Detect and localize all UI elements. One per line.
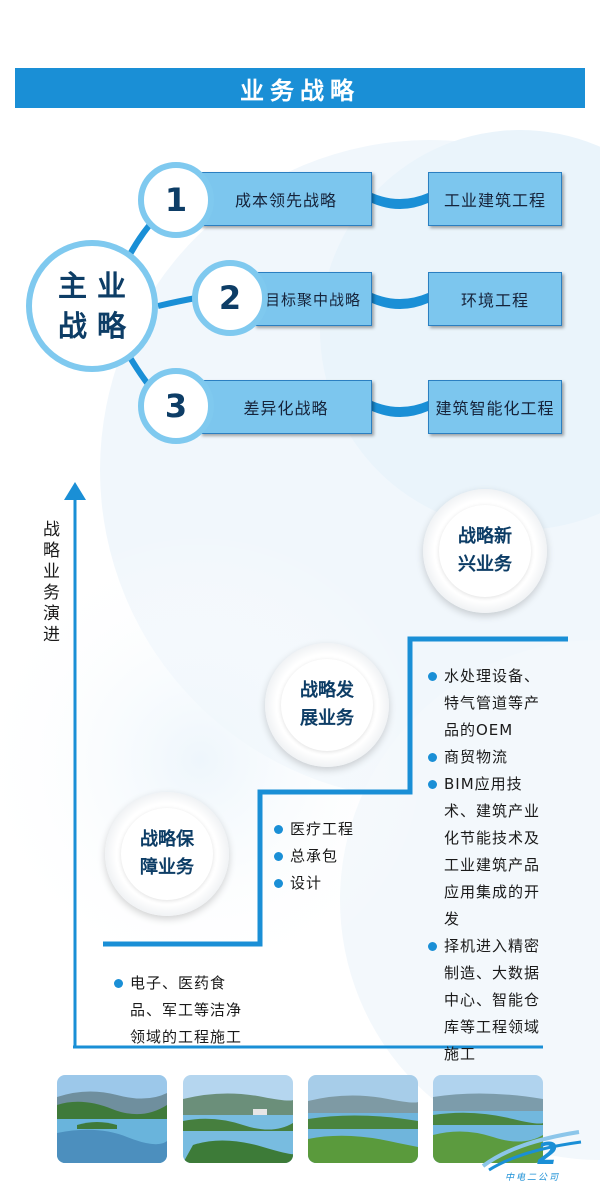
guarantee-business-title: 战略保障业务	[140, 829, 194, 878]
result-box-3: 建筑智能化工程	[428, 380, 562, 434]
lake-photo-4	[433, 1075, 543, 1163]
main-strategy-label: 主业战略	[57, 269, 136, 343]
list-item: BIM应用技术、建筑产业化节能技术及工业建筑产品应用集成的开发	[426, 771, 550, 933]
result-box-2: 环境工程	[428, 272, 562, 326]
strategy-number-1: 1	[164, 181, 188, 219]
list-item: 商贸物流	[426, 744, 550, 771]
logo-mark-icon: 2	[481, 1130, 582, 1172]
evolution-chart-lines	[64, 482, 568, 1049]
development-business-list: 医疗工程 总承包 设计	[272, 816, 402, 897]
strategy-label-3: 差异化战略	[243, 399, 329, 418]
result-label-1: 工业建筑工程	[443, 191, 546, 210]
strategy-number-3: 3	[164, 387, 188, 425]
step-line	[103, 636, 568, 947]
lake-photo-2	[183, 1075, 293, 1163]
development-business-title: 战略发展业务	[300, 680, 354, 729]
logo-caption: 中电二公司	[505, 1173, 561, 1183]
main-strategy-circle: 主业战略	[26, 240, 158, 372]
emerging-business-circle: 战略新兴业务	[423, 489, 547, 613]
guarantee-business-list: 电子、医药食品、军工等洁净领域的工程施工	[112, 970, 246, 1051]
strategy-number-circle-2: 2	[192, 260, 268, 336]
strategy-number-2: 2	[218, 279, 242, 317]
emerging-business-list: 水处理设备、特气管道等产品的OEM 商贸物流 BIM应用技术、建筑产业化节能技术…	[426, 663, 550, 1068]
lake-photo-3	[308, 1075, 418, 1163]
emerging-business-title: 战略新兴业务	[458, 526, 512, 575]
list-item: 择机进入精密制造、大数据中心、智能仓库等工程领域施工	[426, 933, 550, 1068]
strategy-number-circle-1: 1	[138, 162, 214, 238]
development-business-circle: 战略发展业务	[265, 643, 389, 767]
svg-text:2: 2	[537, 1137, 558, 1172]
guarantee-business-circle: 战略保障业务	[105, 792, 229, 916]
list-item: 总承包	[272, 843, 402, 870]
list-item: 电子、医药食品、军工等洁净领域的工程施工	[112, 970, 246, 1051]
lake-photo-1	[57, 1075, 167, 1163]
strategy-box-1: 成本领先战略	[200, 172, 372, 226]
strategy-box-3: 差异化战略	[200, 380, 372, 434]
company-logo: 2 中电二公司	[475, 1112, 585, 1192]
list-item: 医疗工程	[272, 816, 402, 843]
strategy-label-2: 目标聚中战略	[264, 290, 361, 309]
axis-label: 战略业务演进	[39, 520, 59, 646]
result-label-2: 环境工程	[460, 291, 529, 310]
result-box-1: 工业建筑工程	[428, 172, 562, 226]
strategy-box-2: 目标聚中战略	[254, 272, 372, 326]
header-bar: 业务战略	[15, 68, 585, 108]
strategy-number-circle-3: 3	[138, 368, 214, 444]
result-label-3: 建筑智能化工程	[435, 399, 555, 418]
page-title: 业务战略	[240, 76, 360, 105]
list-item: 水处理设备、特气管道等产品的OEM	[426, 663, 550, 744]
strategy-label-1: 成本领先战略	[234, 191, 337, 210]
axis-arrow-icon	[64, 482, 86, 500]
list-item: 设计	[272, 870, 402, 897]
